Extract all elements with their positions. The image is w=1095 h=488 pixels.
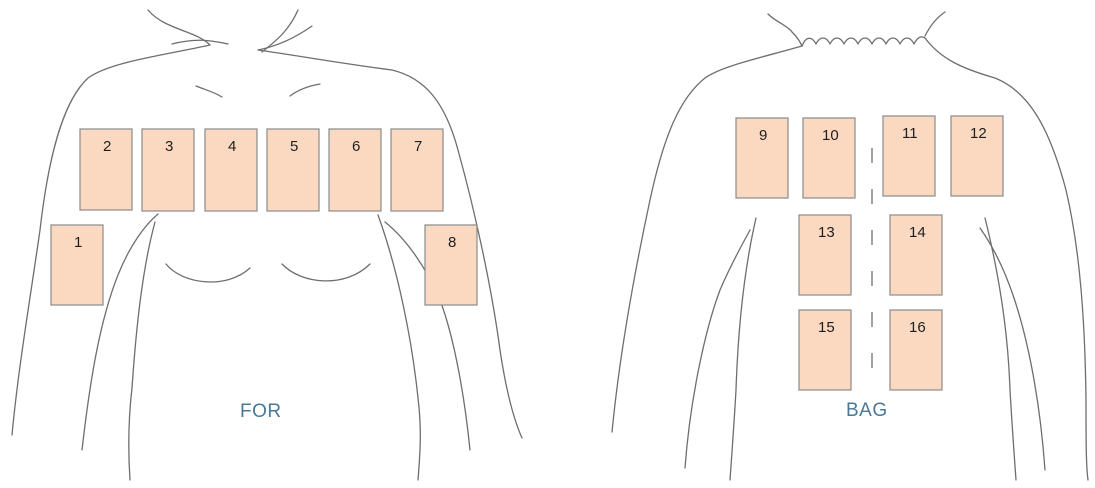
patch-4: 4 [205, 129, 257, 211]
patch-2-number: 2 [103, 138, 111, 155]
patch-10-number: 10 [822, 127, 839, 144]
patch-7: 7 [391, 129, 443, 211]
front-chest-mark-left [196, 86, 222, 97]
front-neck-right [262, 10, 298, 52]
patch-9-number: 9 [759, 127, 767, 144]
front-chest-mark-right [290, 84, 320, 96]
patch-3-number: 3 [165, 138, 173, 155]
back-left-inner-arm [685, 230, 750, 468]
patch-12-number: 12 [970, 125, 987, 142]
patch-16: 16 [890, 310, 942, 390]
front-torso-left-side [129, 222, 155, 480]
patch-8-number: 8 [448, 234, 456, 251]
patch-11-number: 11 [902, 125, 918, 142]
back-neck-left [768, 14, 802, 46]
front-left-shoulder-arm [12, 45, 210, 435]
back-view-label: BAG [846, 400, 888, 421]
patch-13-number: 13 [818, 224, 835, 241]
patch-4-number: 4 [228, 138, 236, 155]
patch-1-number: 1 [74, 234, 82, 251]
patch-5-number: 5 [290, 138, 298, 155]
front-torso-right-side [378, 215, 420, 480]
back-neck-right [925, 12, 945, 36]
patch-6-number: 6 [352, 138, 360, 155]
patch-15: 15 [799, 310, 851, 390]
patch-15-number: 15 [818, 319, 835, 336]
patch-2: 2 [80, 129, 132, 210]
front-breast-right [282, 264, 370, 281]
front-view-label: FOR [240, 401, 282, 422]
patch-10: 10 [803, 118, 855, 198]
patch-6: 6 [329, 129, 381, 211]
patch-1: 1 [51, 225, 103, 305]
back-torso-right-side [985, 218, 1016, 480]
patch-13: 13 [799, 215, 851, 295]
front-right-shoulder-arm [258, 50, 522, 438]
front-clavicle-right [258, 26, 312, 50]
back-left-shoulder-arm [612, 46, 802, 432]
patch-11: 11 [883, 116, 935, 196]
patch-7-number: 7 [414, 138, 422, 155]
back-hairline [802, 37, 925, 46]
patch-3: 3 [142, 129, 194, 211]
patch-8: 8 [425, 225, 477, 305]
patch-16-number: 16 [909, 319, 926, 336]
front-breast-left [166, 264, 250, 282]
patch-9: 9 [736, 118, 788, 198]
patch-12: 12 [951, 116, 1003, 196]
back-right-shoulder-arm [925, 38, 1088, 480]
patch-14-number: 14 [909, 224, 926, 241]
patch-5: 5 [267, 129, 319, 211]
back-torso-left-side [730, 218, 756, 480]
patch-14: 14 [890, 215, 942, 295]
front-clavicle-left [172, 40, 228, 44]
